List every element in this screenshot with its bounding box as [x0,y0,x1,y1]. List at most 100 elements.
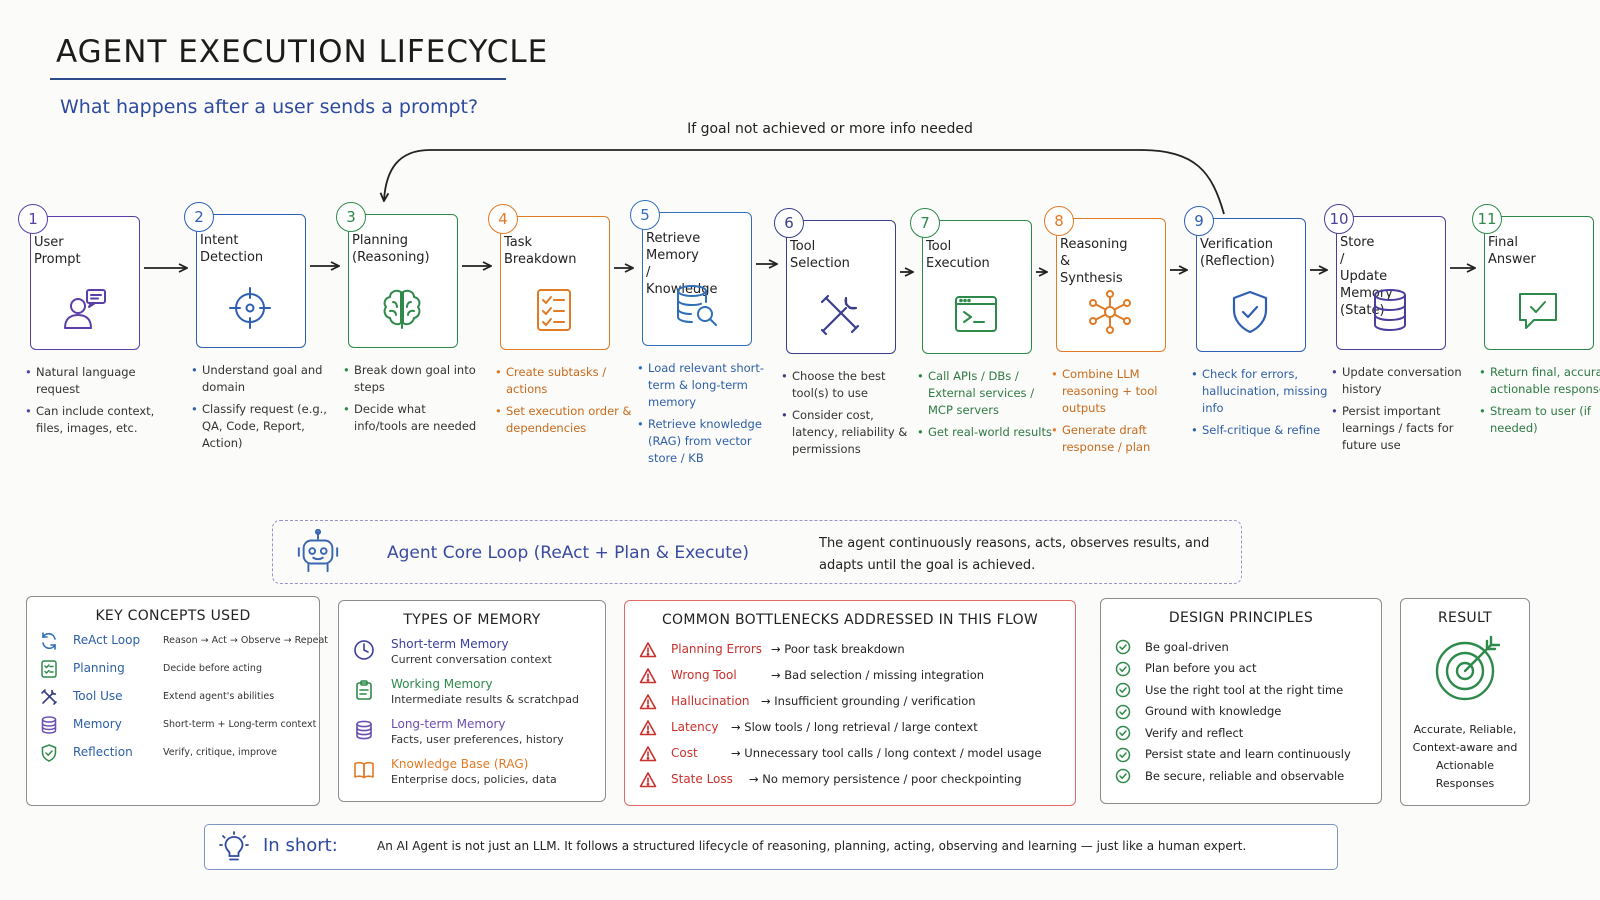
step-card [1336,216,1446,350]
step-notes: Natural language requestCan include cont… [24,364,164,442]
step-number: 10 [1324,204,1354,234]
concept-name-reflection: Reflection [73,745,133,759]
network-icon [1086,288,1134,336]
step-note: Combine LLM reasoning + tool outputs [1051,366,1190,417]
memory-desc-short-term: Current conversation context [391,653,552,666]
step-note: Update conversation history [1331,364,1470,398]
step-note: Decide what info/tools are needed [343,401,482,435]
bottleneck-name: Cost [671,746,698,760]
result-text: Accurate, Reliable, Context-aware and Ac… [1412,723,1518,790]
bottleneck-desc: → Insufficient grounding / verification [761,694,976,708]
concept-name-planning: Planning [73,661,125,675]
step-notes: Choose the best tool(s) to useConsider c… [780,368,920,463]
in-short-label: In short: [263,835,338,856]
step-note: Check for errors, hallucination, missing… [1191,366,1330,417]
bottleneck-name: Planning Errors [671,642,763,656]
step-notes: Load relevant short-term & long-term mem… [636,360,776,472]
bottleneck-desc: → Unnecessary tool calls / long context … [731,746,1042,760]
concept-desc-tool-use: Extend agent's abilities [163,691,275,702]
memory-name-knowledge-base: Knowledge Base (RAG) [391,757,529,771]
design-principles-title: DESIGN PRINCIPLES [1168,610,1314,626]
step-note: Get real-world results [917,424,1056,441]
in-short-banner: In short: An AI Agent is not just an LLM… [204,824,1338,870]
book-icon [353,759,375,781]
lightbulb-icon [219,831,249,863]
check-circle-icon [1115,747,1131,763]
terminal-icon [952,290,1000,338]
step-number: 1 [18,204,48,234]
step-note: Persist important learnings / facts for … [1331,403,1470,454]
database-icon [1366,286,1414,334]
warning-icon [639,641,657,659]
step-note: Classify request (e.g., QA, Code, Report… [191,401,330,452]
memory-desc-long-term: Facts, user preferences, history [391,733,564,746]
concept-desc-planning: Decide before acting [163,663,262,674]
bottleneck-desc: → No memory persistence / poor checkpoin… [749,772,1022,786]
memory-desc-working: Intermediate results & scratchpad [391,693,579,706]
bottleneck-name: Wrong Tool [671,668,737,682]
step-note: Load relevant short-term & long-term mem… [637,360,776,411]
design-principle: Plan before you act [1145,661,1257,675]
step-number: 6 [774,208,804,238]
loop-back-arrow [384,149,1225,215]
bottleneck-name: State Loss [671,772,733,786]
step-number: 8 [1044,206,1074,236]
memory-name-working: Working Memory [391,677,493,691]
in-short-text: An AI Agent is not just an LLM. It follo… [377,839,1247,853]
step-card [1056,218,1166,352]
warning-icon [639,667,657,685]
step-card [1484,216,1594,350]
core-loop-title: Agent Core Loop (ReAct + Plan & Execute) [387,543,750,563]
core-loop-banner: Agent Core Loop (ReAct + Plan & Execute)… [272,520,1242,584]
shield-check-icon [39,743,59,763]
chat-check-icon [1514,286,1562,334]
warning-icon [639,745,657,763]
check-circle-icon [1115,661,1131,677]
check-circle-icon [1115,639,1131,655]
check-circle-icon [1115,768,1131,784]
step-notes: Break down goal into stepsDecide what in… [342,362,482,440]
result-panel: RESULT Accurate, Reliable, Context-aware… [1400,598,1530,806]
clock-icon [353,639,375,661]
bottlenecks-panel: COMMON BOTTLENECKS ADDRESSED IN THIS FLO… [624,600,1076,806]
crosshair-icon [226,284,274,332]
tools-icon [816,290,864,338]
design-principle: Verify and reflect [1145,725,1244,740]
step-note: Break down goal into steps [343,362,482,396]
clipboard-icon [353,679,375,701]
step-note: Self-critique & refine [1191,422,1330,439]
design-principle: Be goal-driven [1145,639,1229,654]
step-note: Can include context, files, images, etc. [25,403,164,437]
step-note: Retrieve knowledge (RAG) from vector sto… [637,416,776,467]
core-loop-description: The agent continuously reasons, acts, ob… [819,536,1210,573]
memory-name-short-term: Short-term Memory [391,637,509,651]
step-number: 2 [184,202,214,232]
concept-desc-react-loop: Reason → Act → Observe → Repeat [163,635,329,646]
step-number: 11 [1472,204,1502,234]
step-notes: Check for errors, hallucination, missing… [1190,366,1330,444]
concept-desc-reflection: Verify, critique, improve [163,747,277,758]
key-concepts-title: KEY CONCEPTS USED [95,608,251,624]
step-note: Natural language request [25,364,164,398]
refresh-icon [39,631,59,651]
brain-icon [378,284,426,332]
memory-types-title: TYPES OF MEMORY [403,612,541,628]
step-notes: Combine LLM reasoning + tool outputsGene… [1050,366,1190,461]
step-note: Choose the best tool(s) to use [781,368,920,402]
warning-icon [639,771,657,789]
shield-check-icon [1226,288,1274,336]
step-card [500,216,610,350]
database-icon [353,719,375,741]
step-notes: Return final, accurate, actionable respo… [1478,364,1600,442]
key-concepts-panel: KEY CONCEPTS USED ReAct Loop Reason → Ac… [26,596,328,806]
bottleneck-desc: → Poor task breakdown [771,642,905,656]
concept-name-tool-use: Tool Use [73,689,123,703]
step-number: 3 [336,202,366,232]
step-note: Generate draft response / plan [1051,422,1190,456]
step-notes: Call APIs / DBs / External services / MC… [916,368,1056,446]
design-principle: Persist state and learn continuously [1145,747,1351,761]
step-note: Stream to user (if needed) [1479,403,1600,437]
memory-types-panel: TYPES OF MEMORY Short-term Memory Curren… [338,600,606,802]
design-principle: Ground with knowledge [1145,704,1282,718]
